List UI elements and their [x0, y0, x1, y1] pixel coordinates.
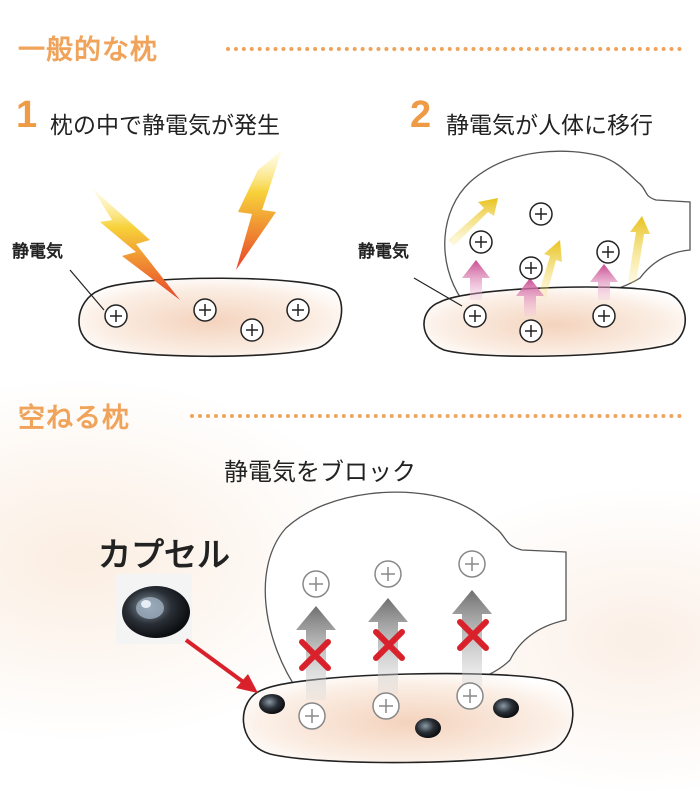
- plus-charge-icon: [519, 319, 543, 343]
- section2-title: 空ねる枕: [18, 403, 130, 434]
- plus-charge-icon: [456, 682, 484, 710]
- cross-block-icon: [299, 639, 331, 671]
- block-caption: 静電気をブロック: [224, 458, 416, 486]
- plus-charge-icon: [519, 256, 543, 280]
- step2-label-pointer: [413, 277, 463, 307]
- plus-charge-icon: [592, 304, 616, 328]
- step2-number: 2: [410, 94, 432, 136]
- section1-divider: [226, 47, 682, 51]
- step1-bolt-right-icon: [236, 150, 282, 270]
- plus-charge-icon: [469, 230, 493, 254]
- plus-charge-icon: [193, 298, 217, 322]
- plus-charge-icon: [240, 318, 264, 342]
- section2-block-crosses: [299, 619, 489, 671]
- cross-block-icon: [373, 629, 405, 661]
- plus-charge-icon: [286, 298, 310, 322]
- section2-head: [264, 491, 567, 699]
- step2-pillow: [423, 286, 686, 358]
- plus-charge-icon: [302, 570, 330, 598]
- capsule-icon: [415, 718, 441, 738]
- section2-pillow: [242, 672, 574, 764]
- step1-number: 1: [16, 94, 38, 136]
- section2-blocked-charges: [302, 550, 486, 598]
- plus-charge-icon: [596, 240, 620, 264]
- step1-static-label: 静電気: [12, 242, 63, 262]
- section2-pillow-capsules: [259, 694, 519, 738]
- step2-yellow-arrows: [448, 198, 650, 298]
- capsule-photo: [116, 574, 192, 644]
- section2-divider: [190, 414, 682, 418]
- capsule-pointer-arrow: [184, 638, 258, 693]
- capsule-label: カプセル: [98, 535, 230, 574]
- plus-charge-icon: [298, 702, 326, 730]
- step2-pink-arrows: [462, 260, 618, 316]
- cross-block-icon: [457, 619, 489, 651]
- step2-text: 静電気が人体に移行: [446, 113, 653, 139]
- step2-static-label: 静電気: [358, 242, 409, 262]
- plus-charge-icon: [463, 304, 487, 328]
- section2-pillow-charges: [298, 682, 484, 730]
- section1-title: 一般的な枕: [18, 35, 158, 66]
- step1-bolt-left-icon: [92, 188, 180, 300]
- plus-charge-icon: [374, 560, 402, 588]
- step2-charges: [463, 202, 620, 343]
- plus-charge-icon: [458, 550, 486, 578]
- step1-text: 枕の中で静電気が発生: [50, 113, 280, 139]
- step1-label-pointer: [69, 269, 105, 311]
- plus-charge-icon: [372, 692, 400, 720]
- capsule-icon: [259, 694, 285, 714]
- step1-charges: [104, 298, 310, 342]
- plus-charge-icon: [529, 202, 553, 226]
- capsule-icon: [493, 698, 519, 718]
- plus-charge-icon: [104, 304, 128, 328]
